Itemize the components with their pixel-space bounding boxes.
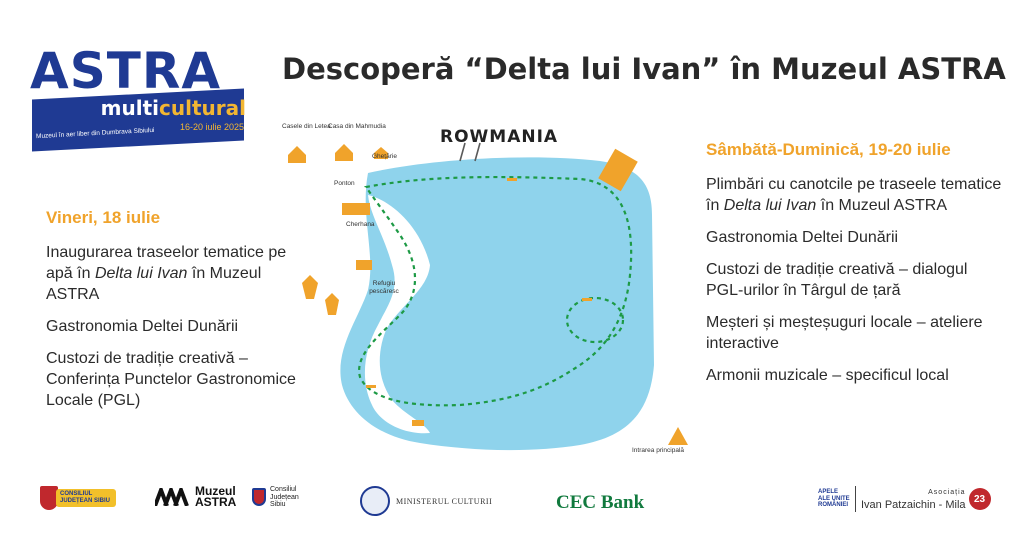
asociatia-name: Ivan Patzaichin - Mila [861, 499, 966, 511]
label-ghetarie: Ghețărie [372, 153, 397, 160]
weekend-item-5: Armonii muzicale – specificul local [706, 367, 949, 384]
sibiu-ribbon-text: CONSILIUL JUDEȚEAN SIBIU [56, 489, 116, 507]
route-loop [565, 296, 625, 344]
logo-astra-text: ASTRA [30, 42, 222, 100]
astra-multicultural-logo: ASTRA multicultural 16-20 iulie 2025 Muz… [30, 46, 250, 156]
weekend-item-4: Meșteri și meșteșuguri locale – ateliere… [706, 314, 983, 352]
house-mahmudia [335, 144, 353, 161]
boat-3 [412, 420, 424, 426]
sibiu-crest-icon [40, 486, 58, 510]
boat-2 [582, 298, 592, 301]
logo-dates: 16-20 iulie 2025 [179, 122, 244, 132]
label-ponton: Ponton [334, 180, 355, 187]
weekend-item-1-before: Plimbări cu canotcile pe traseele temati… [706, 176, 1002, 214]
weekend-item-2: Gastronomia Deltei Dunării [706, 229, 899, 246]
boat-1 [507, 178, 517, 181]
rowmania-brand: ROWMANIA [440, 127, 559, 147]
boat-4 [366, 385, 376, 388]
label-casa-mahmudia: Casa din Mahmudia [328, 123, 386, 130]
house-letea [288, 146, 306, 163]
label-casele-letea: Casele din Letea [282, 123, 331, 130]
label-cherhana: Cherhana [346, 221, 375, 228]
friday-item-1-italic: Delta lui Ivan [94, 265, 188, 282]
muzeul-astra-text: Muzeul ASTRA [195, 484, 237, 509]
refugiu-icon [356, 260, 372, 270]
weekend-item-1-italic: Delta lui Ivan [723, 197, 817, 214]
paddles-icon [459, 142, 481, 162]
delta-map-graphic [288, 142, 688, 451]
weekend-item-3: Custozi de tradiție creativă – dialogul … [706, 261, 968, 299]
island [364, 195, 430, 434]
route-path [358, 175, 633, 407]
ministerul-culturii-text: MINISTERUL CULTURII [396, 496, 493, 506]
muzeul-astra-logo: Muzeul ASTRA [155, 484, 239, 509]
asociatia-block: Asociația Ivan Patzaichin - Mila [861, 487, 966, 511]
cec-bank-text: CEC Bank [556, 492, 645, 513]
consiliul-judetean-text: Consiliul Județean Sibiu [270, 486, 299, 508]
cec-bank-logo: CEC Bank [556, 492, 644, 514]
weekend-heading: Sâmbătă-Duminică, 19-20 iulie [706, 140, 951, 159]
ministry-seal-icon [360, 486, 390, 516]
weekend-schedule: Sâmbătă-Duminică, 19-20 iulie Plimbări c… [706, 140, 1006, 397]
logo-cultural: cultural [159, 96, 246, 120]
sibiu-county-logo: CONSILIUL JUDEȚEAN SIBIU [40, 486, 116, 510]
dock-structure [598, 148, 638, 192]
county-shield-icon [252, 488, 266, 507]
friday-item-3: Custozi de tradiție creativă – Conferinț… [46, 350, 296, 409]
friday-item-1-before: Inaugurarea traseelor tematice pe apă în [46, 244, 287, 282]
windmill-2 [325, 293, 339, 315]
friday-heading: Vineri, 18 iulie [46, 208, 161, 227]
sponsor-logos: CONSILIUL JUDEȚEAN SIBIU Muzeul ASTRA Co… [0, 480, 1030, 530]
weekend-item-1: Plimbări cu canotcile pe traseele temati… [706, 174, 1006, 216]
logo-multicultural: multicultural [101, 96, 246, 120]
logo-separator [855, 486, 856, 512]
cherhana-icon [342, 203, 370, 215]
weekend-item-1-after: în Muzeul ASTRA [816, 197, 948, 214]
friday-schedule: Vineri, 18 iulie Inaugurarea traseelor t… [46, 208, 306, 422]
label-intrarea: Intrarea principală [632, 447, 685, 454]
apele-unite-text: APELE ALE UNITE ROMÂNIEI [818, 489, 850, 509]
friday-item-2: Gastronomia Deltei Dunării [46, 318, 239, 335]
delta-map: ROWMANIA Casele din Letea Casa din Mahmu… [280, 115, 710, 465]
ghetarie-icon [374, 147, 388, 159]
asociatia-small-text: Asociația [928, 489, 966, 496]
ministerul-culturii-logo: MINISTERUL CULTURII [360, 486, 492, 516]
logo-multi: multi [100, 96, 160, 120]
astra-mark-icon [155, 488, 189, 506]
label-refugiu: Refugiu pescăresc [369, 280, 399, 295]
mila-23-badge: 23 [968, 488, 991, 510]
friday-item-1: Inaugurarea traseelor tematice pe apă în… [46, 242, 306, 305]
entrance-icon [668, 427, 688, 445]
lake-water [340, 157, 654, 451]
apele-unite-logo: APELE ALE UNITE ROMÂNIEI Asociația Ivan … [818, 486, 991, 512]
consiliul-judetean-logo: Consiliul Județean Sibiu [252, 486, 316, 509]
windmill-1 [302, 275, 318, 299]
page-title: Descoperă “Delta lui Ivan” în Muzeul AST… [282, 52, 1006, 86]
friday-item-1-after: în Muzeul ASTRA [46, 265, 262, 303]
